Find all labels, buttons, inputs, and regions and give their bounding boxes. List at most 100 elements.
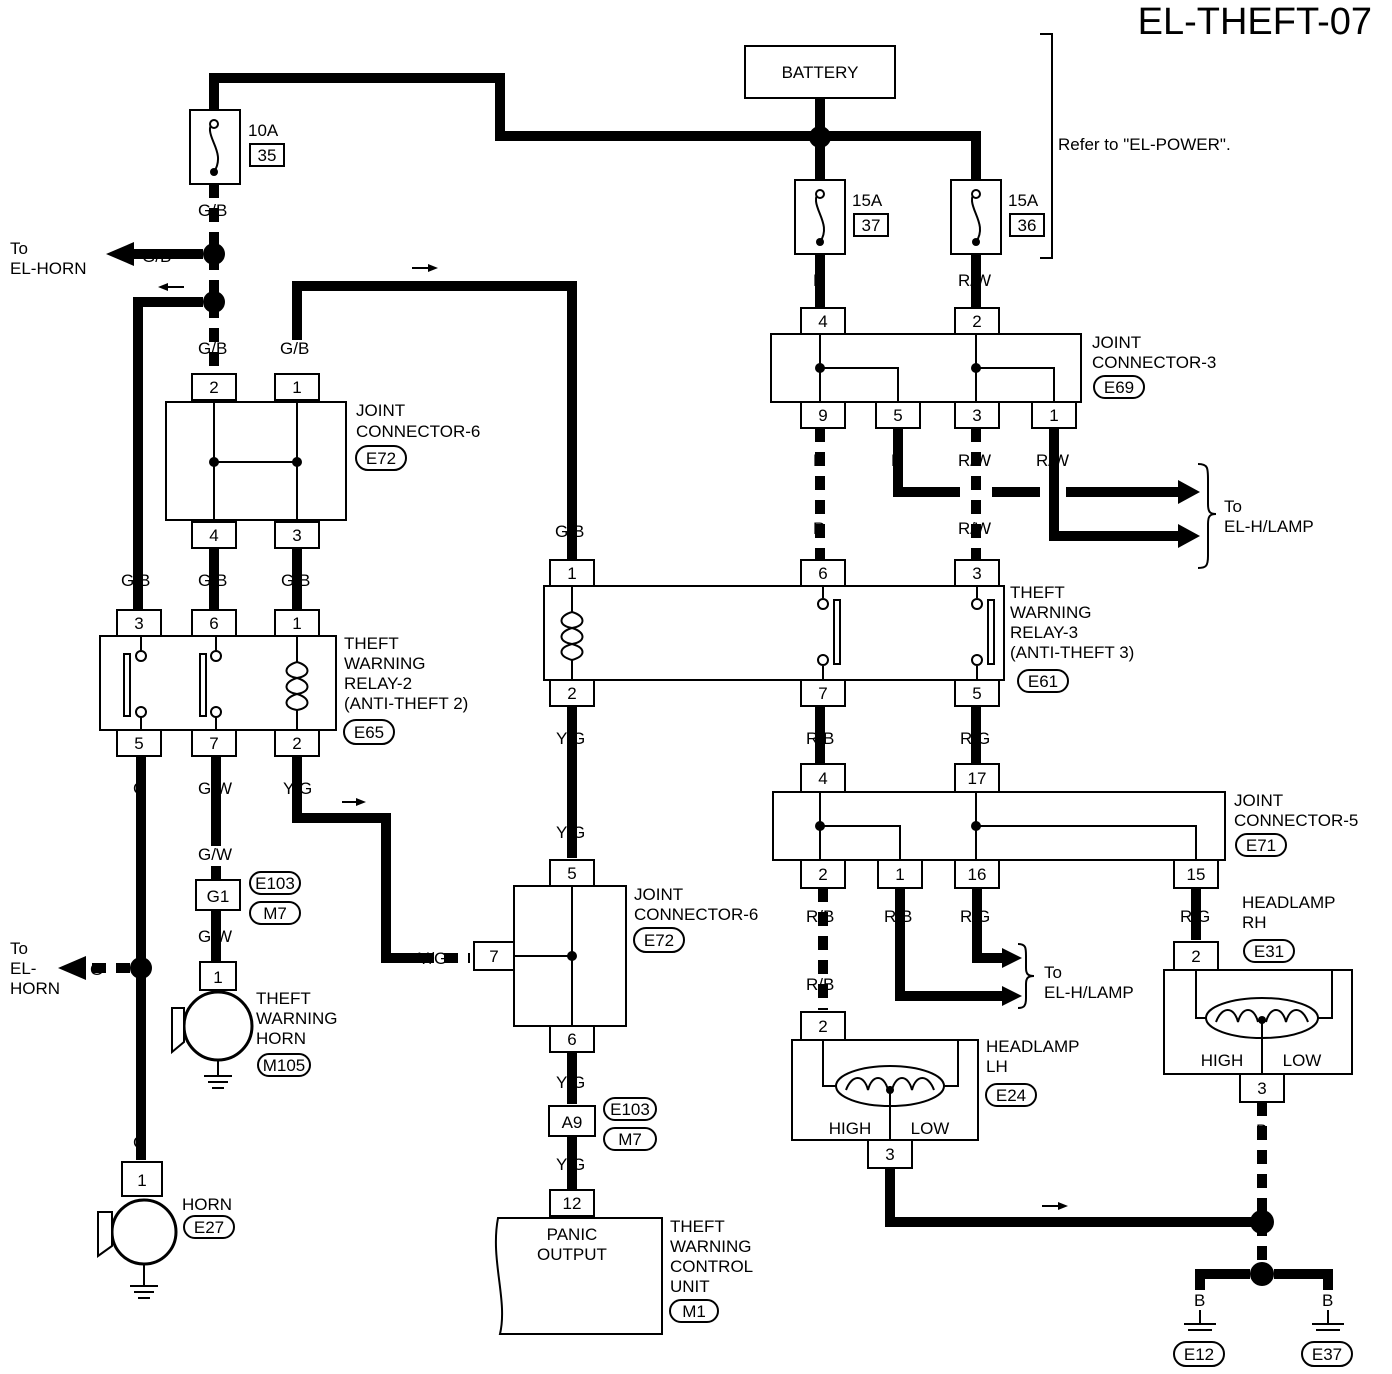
svg-text:WARNING: WARNING (344, 654, 426, 673)
svg-text:RH: RH (1242, 913, 1267, 932)
svg-text:5: 5 (567, 864, 576, 883)
svg-text:G/W: G/W (198, 845, 232, 864)
yg-wire-relay2 (292, 756, 420, 963)
svg-text:R/B: R/B (806, 907, 834, 926)
svg-text:LH: LH (986, 1057, 1008, 1076)
svg-text:E65: E65 (354, 723, 384, 742)
svg-text:6: 6 (209, 614, 218, 633)
svg-text:3: 3 (885, 1145, 894, 1164)
svg-text:7: 7 (209, 734, 218, 753)
svg-text:15A: 15A (852, 191, 883, 210)
svg-text:G/W: G/W (198, 779, 232, 798)
svg-text:E37: E37 (1312, 1345, 1342, 1364)
svg-text:3: 3 (134, 614, 143, 633)
svg-text:M1: M1 (682, 1302, 706, 1321)
svg-text:E72: E72 (366, 449, 396, 468)
fuse-35: 10A 35 (189, 109, 285, 185)
rb-wire-to-hlamp (895, 888, 1004, 1001)
svg-text:UNIT: UNIT (670, 1277, 710, 1296)
svg-text:G: G (90, 960, 103, 979)
svg-text:CONNECTOR-3: CONNECTOR-3 (1092, 353, 1216, 372)
inline-connector-a9: A9 E103 M7 (548, 1097, 657, 1151)
svg-text:HORN: HORN (182, 1195, 232, 1214)
svg-text:HIGH: HIGH (829, 1119, 872, 1138)
svg-text:1: 1 (137, 1171, 146, 1190)
svg-text:PANIC: PANIC (547, 1225, 598, 1244)
battery: BATTERY (744, 45, 896, 99)
svg-text:JOINT: JOINT (1092, 333, 1141, 352)
svg-text:CONNECTOR-6: CONNECTOR-6 (634, 905, 758, 924)
svg-text:LOW: LOW (911, 1119, 950, 1138)
svg-text:B: B (1194, 1291, 1205, 1310)
splice-g-horn (130, 957, 152, 979)
r-wire-to-hlamp (893, 428, 1180, 497)
svg-text:7: 7 (489, 947, 498, 966)
theft-warning-horn: 1 THEFT WARNING HORN M105 (171, 961, 338, 1089)
svg-text:JOINT: JOINT (1234, 791, 1283, 810)
gb-wire-relay3 (292, 281, 577, 540)
svg-text:G/B: G/B (142, 247, 171, 266)
svg-text:RELAY-3: RELAY-3 (1010, 623, 1078, 642)
svg-text:6: 6 (567, 1030, 576, 1049)
svg-text:To: To (10, 939, 28, 958)
horn: 1 HORN E27 (97, 1161, 235, 1299)
svg-text:2: 2 (818, 1017, 827, 1036)
svg-text:R: R (813, 451, 825, 470)
svg-text:E71: E71 (1246, 836, 1276, 855)
svg-text:R/B: R/B (884, 907, 912, 926)
svg-text:EL-HORN: EL-HORN (10, 259, 87, 278)
svg-text:9: 9 (818, 406, 827, 425)
svg-text:10A: 10A (248, 121, 279, 140)
svg-text:THEFT: THEFT (256, 989, 311, 1008)
svg-text:R/G: R/G (1180, 907, 1210, 926)
svg-text:CONNECTOR-5: CONNECTOR-5 (1234, 811, 1358, 830)
svg-text:R/W: R/W (1036, 451, 1069, 470)
svg-text:2: 2 (972, 312, 981, 331)
svg-text:WARNING: WARNING (256, 1009, 338, 1028)
splice-relay2 (203, 291, 225, 313)
svg-text:G/B: G/B (198, 339, 227, 358)
svg-text:1: 1 (567, 564, 576, 583)
svg-text:THEFT: THEFT (1010, 583, 1065, 602)
ground-splice-2 (1250, 1262, 1274, 1286)
svg-text:35: 35 (258, 146, 277, 165)
splice-horn (203, 243, 225, 265)
svg-text:EL-: EL- (10, 959, 36, 978)
svg-text:JOINT: JOINT (634, 885, 683, 904)
rg-wire-to-hlamp (972, 888, 1004, 963)
svg-text:6: 6 (818, 564, 827, 583)
svg-text:Y/G: Y/G (556, 1155, 585, 1174)
svg-text:R: R (813, 271, 825, 290)
svg-text:HORN: HORN (256, 1029, 306, 1048)
gb-wire-relay2-pin3 (133, 297, 203, 560)
svg-text:1: 1 (213, 968, 222, 987)
svg-text:(ANTI-THEFT 2): (ANTI-THEFT 2) (344, 694, 468, 713)
svg-text:Y/G: Y/G (418, 949, 447, 968)
svg-text:4: 4 (209, 526, 218, 545)
svg-text:7: 7 (818, 684, 827, 703)
svg-text:R/B: R/B (806, 729, 834, 748)
svg-text:G/B: G/B (198, 201, 227, 220)
svg-text:To: To (1224, 497, 1242, 516)
svg-text:To: To (10, 239, 28, 258)
svg-text:M7: M7 (618, 1130, 642, 1149)
svg-text:R: R (891, 451, 903, 470)
joint-connector-5: 4 17 2 1 16 15 JOINT CONNECTOR-5 E71 (772, 763, 1358, 889)
svg-text:G: G (133, 779, 146, 798)
svg-text:CONTROL: CONTROL (670, 1257, 753, 1276)
svg-text:4: 4 (818, 769, 827, 788)
svg-text:HIGH: HIGH (1201, 1051, 1244, 1070)
svg-text:5: 5 (972, 684, 981, 703)
svg-text:2: 2 (567, 684, 576, 703)
svg-text:G/B: G/B (555, 522, 584, 541)
svg-text:2: 2 (292, 734, 301, 753)
svg-text:A9: A9 (562, 1113, 583, 1132)
svg-text:G/B: G/B (281, 571, 310, 590)
svg-text:1: 1 (1049, 406, 1058, 425)
svg-text:E103: E103 (255, 874, 295, 893)
svg-text:15A: 15A (1008, 191, 1039, 210)
svg-text:3: 3 (972, 406, 981, 425)
svg-text:1: 1 (895, 865, 904, 884)
refer-bracket (1040, 33, 1053, 259)
svg-text:16: 16 (968, 865, 987, 884)
